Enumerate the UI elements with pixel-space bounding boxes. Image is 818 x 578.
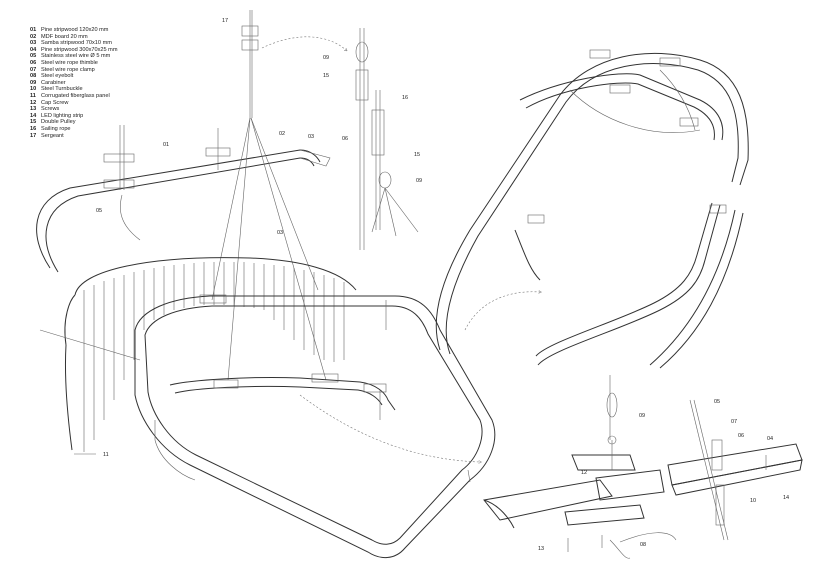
legend-item-number: 08	[30, 73, 37, 80]
callout-17: 17	[222, 18, 228, 24]
legend-item-number: 06	[30, 59, 37, 66]
callout-16: 16	[402, 95, 408, 101]
legend-item-label: Pine stripwood 300x70x25 mm	[41, 46, 118, 53]
legend-item-label: Sergeant	[41, 132, 64, 139]
legend-item-number: 09	[30, 79, 37, 86]
callout-08: 08	[640, 542, 646, 548]
corrugated-panel	[39, 257, 357, 455]
legend-item-label: Double Pulley	[41, 119, 76, 126]
legend-item-number: 14	[30, 112, 37, 119]
callout-labels: 17 09 15 16 06 15 09 01 02 03 05 03 11 0…	[96, 18, 789, 552]
legend-item-label: Carabiner	[41, 79, 66, 86]
legend-item: 16 Sailing rope	[30, 126, 118, 133]
callout-10: 10	[750, 498, 756, 504]
legend-item: 12 Cap Screw	[30, 100, 118, 107]
legend-item-number: 02	[30, 33, 37, 40]
legend-item: 05 Stainless steel wire Ø 5 mm	[30, 53, 118, 60]
legend-item-number: 05	[30, 53, 37, 60]
parts-legend: 01 Pine stripwood 120x20 mm 02 MDF board 20…	[30, 27, 118, 139]
legend-item: 06 Steel wire rope thimble	[30, 60, 118, 67]
callout-02: 02	[279, 131, 285, 137]
callout-11: 11	[103, 452, 109, 458]
callout-13: 13	[538, 546, 544, 552]
legend-item: 08 Steel eyebolt	[30, 73, 118, 80]
legend-item-number: 03	[30, 40, 37, 47]
callout-01: 01	[163, 142, 169, 148]
legend-item: 01 Pine stripwood 120x20 mm	[30, 27, 118, 34]
legend-item: 02 MDF board 20 mm	[30, 34, 118, 41]
pulley-assembly	[355, 28, 419, 250]
legend-item-number: 12	[30, 99, 37, 106]
legend-item-label: LED lighting strip	[41, 112, 84, 119]
frame-hangers-left	[103, 125, 231, 241]
legend-item: 11 Corrugated fiberglass panel	[30, 93, 118, 100]
callout-03: 03	[277, 230, 283, 236]
legend-item-label: Pine stripwood 120x20 mm	[41, 27, 109, 33]
legend-item-label: Steel Turnbuckle	[41, 86, 83, 93]
callout-05: 05	[96, 208, 102, 214]
legend-item: 13 Screws	[30, 106, 118, 113]
legend-item-label: MDF board 20 mm	[41, 33, 88, 40]
legend-item: 10 Steel Turnbuckle	[30, 86, 118, 93]
callout-06: 06	[738, 433, 744, 439]
suspension-wires	[211, 10, 346, 381]
legend-item-label: Samba stripwood 70x10 mm	[41, 40, 112, 47]
legend-item-label: Sailing rope	[41, 125, 71, 132]
callout-14: 14	[783, 495, 789, 501]
upper-frame-ring	[36, 149, 331, 273]
legend-item-number: 07	[30, 66, 37, 73]
callout-03: 03	[308, 134, 314, 140]
legend-item-label: Steel wire rope clamp	[41, 66, 95, 73]
callout-07: 07	[731, 419, 737, 425]
legend-item-label: Screws	[41, 106, 60, 113]
right-frame-ring	[435, 49, 749, 369]
legend-item-label: Corrugated fiberglass panel	[41, 92, 110, 99]
detail-assembly-turnbuckle	[483, 375, 677, 559]
legend-item-label: Steel eyebolt	[41, 73, 74, 80]
main-frame-ring	[134, 294, 496, 558]
callout-09: 09	[323, 55, 329, 61]
callout-09: 09	[639, 413, 645, 419]
legend-item: 07 Steel wire rope clamp	[30, 67, 118, 74]
legend-item: 15 Double Pulley	[30, 119, 118, 126]
legend-item-number: 13	[30, 106, 37, 113]
callout-04: 04	[767, 436, 773, 442]
legend-item-number: 11	[30, 92, 36, 99]
callout-15: 15	[323, 73, 329, 79]
legend-item: 14 LED lighting strip	[30, 113, 118, 120]
callout-05: 05	[714, 399, 720, 405]
legend-item-number: 15	[30, 119, 37, 126]
legend-item: 04 Pine stripwood 300x70x25 mm	[30, 47, 118, 54]
callout-06: 06	[342, 136, 348, 142]
legend-item-number: 10	[30, 86, 37, 93]
legend-item: 09 Carabiner	[30, 80, 118, 87]
legend-item-label: Stainless steel wire Ø 5 mm	[41, 53, 111, 60]
legend-item-label: Cap Screw	[41, 99, 69, 106]
legend-item-number: 16	[30, 125, 37, 132]
callout-12: 12	[581, 470, 587, 476]
legend-item: 03 Samba stripwood 70x10 mm	[30, 40, 118, 47]
legend-item-label: Steel wire rope thimble	[41, 59, 98, 66]
legend-item: 17 Sergeant	[30, 133, 118, 140]
callout-09: 09	[416, 178, 422, 184]
callout-15: 15	[414, 152, 420, 158]
detail-assembly-beam	[667, 399, 803, 541]
legend-item-number: 01	[30, 27, 37, 33]
legend-item-number: 04	[30, 46, 37, 53]
legend-item-number: 17	[30, 132, 37, 139]
